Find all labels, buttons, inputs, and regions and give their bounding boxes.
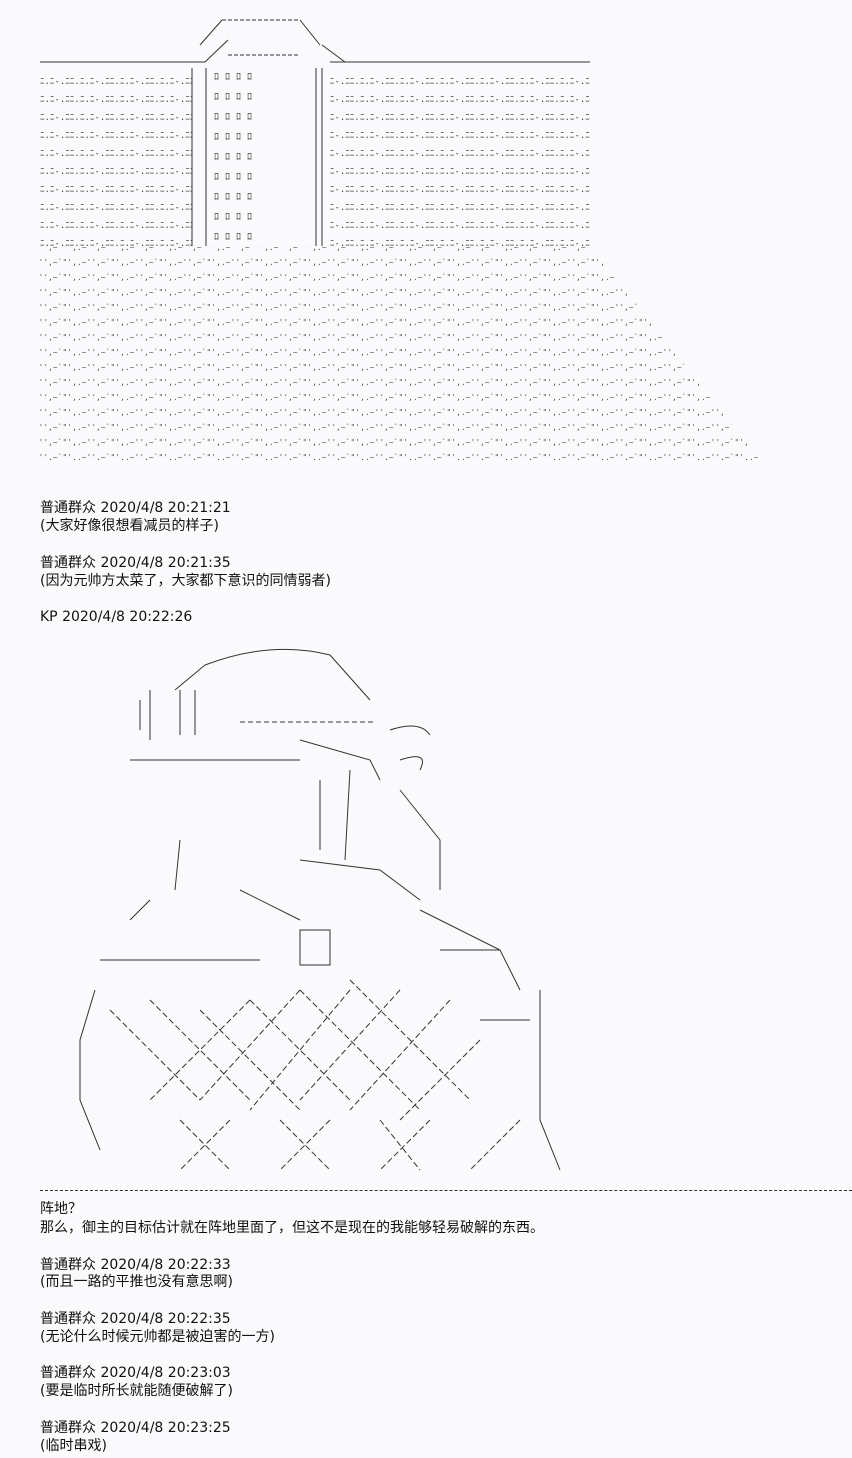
post-body: (要是临时所长就能随便破解了)	[40, 1383, 233, 1399]
post-body: (因为元帅方太菜了，大家都下意识的同情弱者)	[40, 573, 331, 589]
post-header: KP 2020/4/8 20:22:26	[40, 609, 193, 625]
post-body: (而且一路的平推也没有意思啊)	[40, 1274, 233, 1290]
post-header: 普通群众 2020/4/8 20:22:35	[40, 1311, 231, 1327]
svg-text:ﾛ ﾛ ﾛ ﾛ: ﾛ ﾛ ﾛ ﾛ	[214, 192, 252, 203]
svg-text:ﾛ ﾛ ﾛ ﾛ: ﾛ ﾛ ﾛ ﾛ	[214, 212, 252, 223]
divider	[40, 1190, 852, 1191]
post-body: (临时串戏)	[40, 1438, 107, 1454]
svg-text:ﾛ ﾛ ﾛ ﾛ: ﾛ ﾛ ﾛ ﾛ	[214, 172, 252, 183]
svg-text:ﾛ ﾛ ﾛ ﾛ: ﾛ ﾛ ﾛ ﾛ	[214, 92, 252, 103]
post-header: 普通群众 2020/4/8 20:21:21	[40, 500, 231, 516]
svg-text:ﾛ ﾛ ﾛ ﾛ: ﾛ ﾛ ﾛ ﾛ	[214, 232, 252, 243]
svg-text:ﾛ ﾛ ﾛ ﾛ: ﾛ ﾛ ﾛ ﾛ	[214, 152, 252, 163]
post-header: 普通群众 2020/4/8 20:22:33	[40, 1257, 231, 1273]
ascii-art-character	[79, 648, 561, 1171]
post-body: 阵地？	[40, 1201, 82, 1217]
post-body: 那么，御主的目标估计就在阵地里面了，但这不是现在的我能够轻易破解的东西。	[40, 1220, 544, 1236]
svg-text:ﾛ ﾛ ﾛ ﾛ: ﾛ ﾛ ﾛ ﾛ	[214, 132, 252, 143]
post-header: 普通群众 2020/4/8 20:21:35	[40, 555, 231, 571]
post-body: (大家好像很想看减员的样子)	[40, 518, 219, 534]
post-header: 普通群众 2020/4/8 20:23:03	[40, 1365, 231, 1381]
post-body: (无论什么时候元帅都是被迫害的一方)	[40, 1329, 275, 1345]
svg-text:ﾛ ﾛ ﾛ ﾛ: ﾛ ﾛ ﾛ ﾛ	[214, 112, 252, 123]
post-header: 普通群众 2020/4/8 20:23:25	[40, 1420, 231, 1436]
svg-text:ﾛ ﾛ ﾛ ﾛ: ﾛ ﾛ ﾛ ﾛ	[214, 72, 252, 83]
ascii-art-fortress: ﾆ.ﾆ-.ﾆﾆ.- ,~`"',.~''` ﾛ ﾛ ﾛ ﾛﾛ ﾛ ﾛ ﾛ ﾛ ﾛ…	[40, 19, 760, 460]
